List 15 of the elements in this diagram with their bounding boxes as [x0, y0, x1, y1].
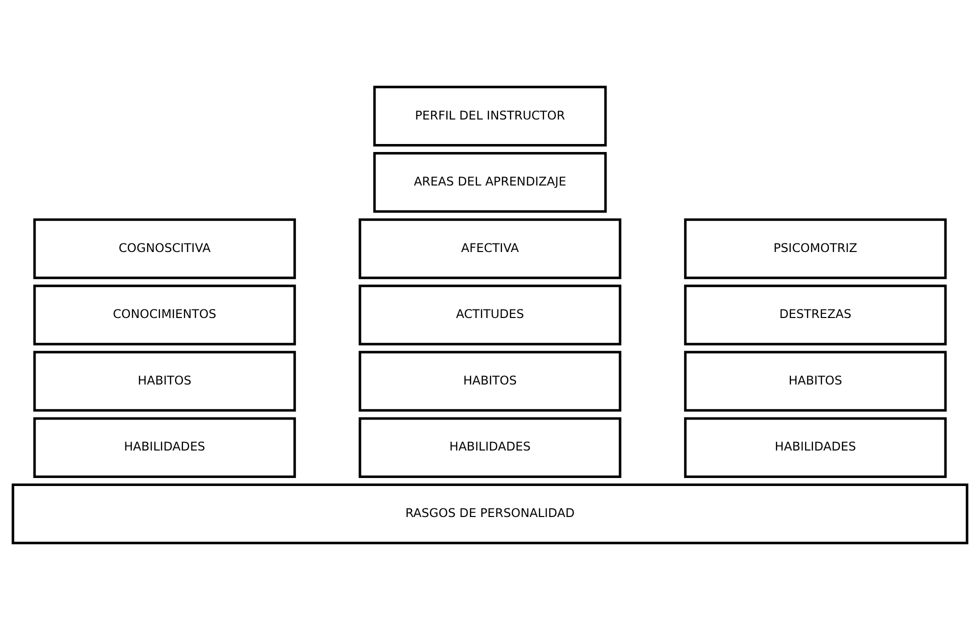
node-box: RASGOS DE PERSONALIDAD: [12, 483, 968, 544]
node-box: HABILIDADES: [33, 417, 296, 478]
node-box: CONOCIMIENTOS: [33, 284, 296, 346]
node-box: AFECTIVA: [358, 218, 622, 280]
node-box: HABILIDADES: [684, 417, 947, 478]
node-box: COGNOSCITIVA: [33, 218, 296, 280]
node-box: DESTREZAS: [684, 284, 947, 346]
node-box: HABITOS: [33, 350, 296, 412]
node-box: ACTITUDES: [358, 284, 622, 346]
node-box: PSICOMOTRIZ: [684, 218, 947, 280]
node-box: PERFIL DEL INSTRUCTOR: [373, 86, 607, 147]
node-box: AREAS DEL APRENDIZAJE: [373, 152, 607, 213]
node-box: HABILIDADES: [358, 417, 622, 478]
node-box: HABITOS: [684, 350, 947, 412]
node-box: HABITOS: [358, 350, 622, 412]
